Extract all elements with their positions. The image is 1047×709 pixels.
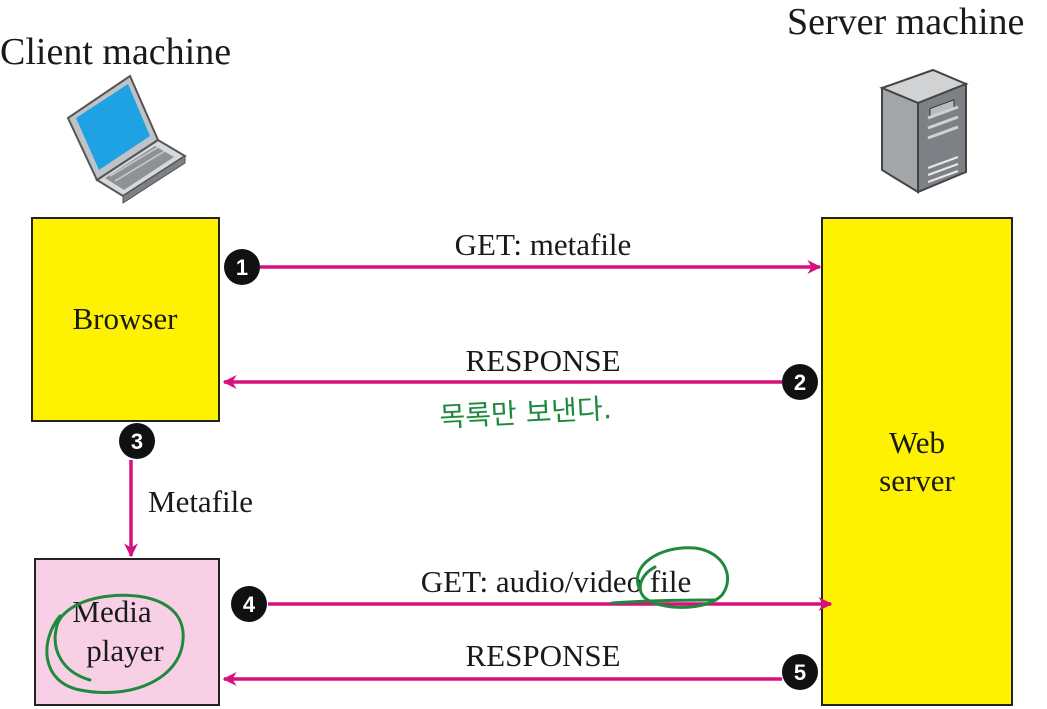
- annotation-underline-file: [610, 598, 718, 605]
- step-number-3: 3: [131, 429, 143, 454]
- web-server-box: [821, 217, 1013, 706]
- web-server-label-line2: server: [879, 463, 955, 498]
- annotation-circle-media-player: [45, 593, 185, 695]
- browser-box: [31, 217, 220, 422]
- step-badge-2: 2: [782, 364, 818, 400]
- media-player-label-line2: player: [86, 633, 164, 668]
- step-number-4: 4: [243, 592, 256, 617]
- web-server-label-line1: Web: [889, 425, 945, 460]
- step-badge-3: 3: [119, 423, 155, 459]
- label-response-1: RESPONSE: [465, 343, 620, 378]
- step-number-2: 2: [794, 370, 806, 395]
- step-badge-5: 5: [782, 654, 818, 690]
- handwritten-annotations: 목록만 보낸다.: [45, 392, 729, 695]
- annotation-circle-file: [636, 546, 729, 609]
- label-response-2: RESPONSE: [465, 638, 620, 673]
- label-get-av: GET: audio/video file: [421, 564, 692, 599]
- browser-label: Browser: [72, 301, 178, 336]
- label-metafile: Metafile: [148, 484, 253, 519]
- media-player-label-line1: Media: [72, 594, 151, 629]
- step-badge-1: 1: [224, 249, 260, 285]
- step-badge-4: 4: [231, 586, 267, 622]
- step-number-5: 5: [794, 660, 806, 685]
- server-machine-title: Server machine: [787, 1, 1024, 43]
- step-number-1: 1: [236, 255, 248, 280]
- laptop-icon: [66, 74, 187, 204]
- label-get-metafile: GET: metafile: [455, 227, 632, 262]
- server-tower-icon: [879, 68, 969, 194]
- media-player-box: [34, 558, 220, 706]
- handwritten-note: 목록만 보낸다.: [439, 392, 613, 434]
- client-machine-title: Client machine: [0, 31, 231, 73]
